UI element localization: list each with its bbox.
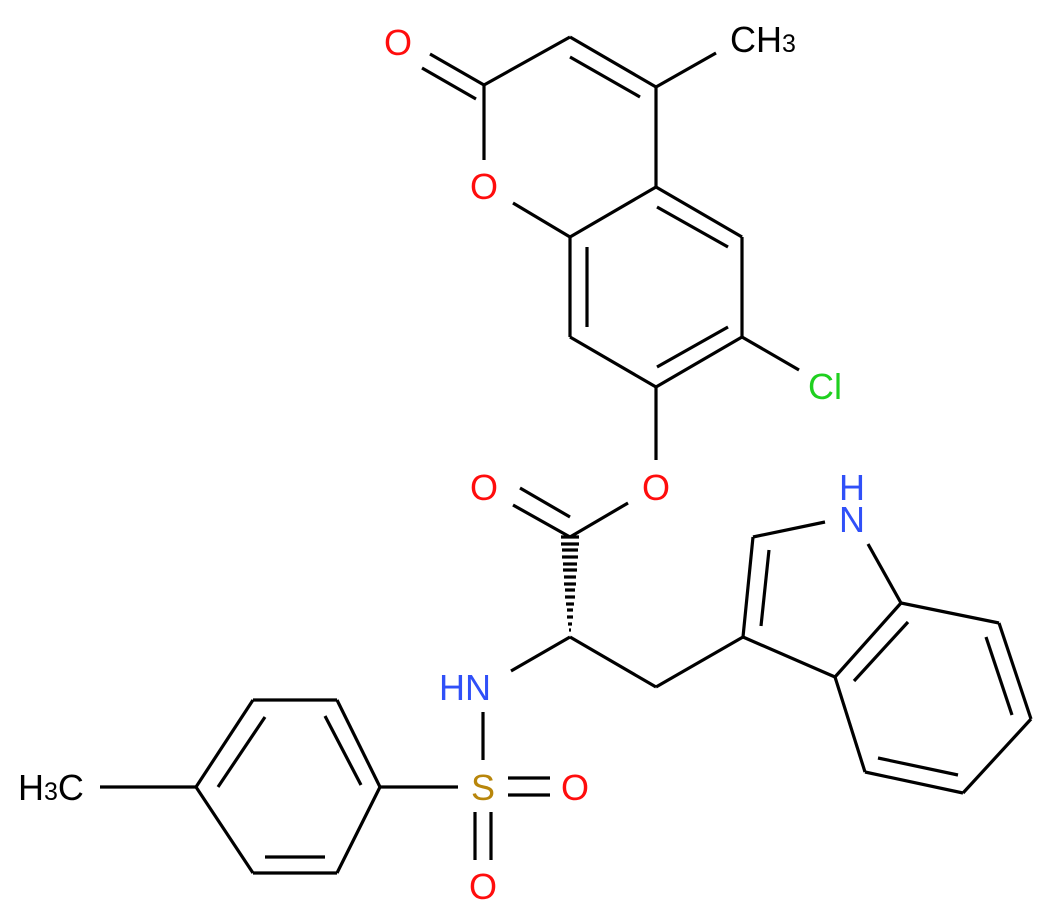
methyl-h: H — [18, 767, 44, 808]
coumarin-ring — [421, 35, 800, 460]
methyl-c: C — [58, 767, 84, 808]
tolyl-ring — [100, 698, 382, 875]
ester-oxygen: O — [642, 467, 670, 508]
ester-carbonyl-oxygen: O — [470, 467, 498, 508]
sulfonamide — [380, 712, 550, 860]
methyl-ch: CH — [730, 19, 782, 60]
hashed-wedge-bond — [561, 535, 579, 632]
methyl-subscript: 3 — [44, 778, 58, 806]
ester-linkage — [512, 486, 629, 539]
sulfur-atom: S — [471, 767, 495, 808]
sulfonyl-oxygen-bottom: O — [469, 866, 497, 907]
methyl-subscript: 3 — [782, 30, 796, 58]
atom-labels: O O CH3 Cl O O H N HN S O O H3C — [18, 19, 865, 907]
coumarin-ring-oxygen: O — [470, 166, 498, 207]
indole-nitrogen: N — [839, 499, 865, 540]
tolyl-methyl-label: H3C — [18, 767, 84, 808]
coumarin-methyl-label: CH3 — [730, 19, 796, 60]
indole-ring — [741, 520, 1033, 795]
alpha-carbon-bonds — [510, 635, 744, 689]
coumarin-carbonyl-oxygen: O — [384, 22, 412, 63]
sulfonyl-oxygen-right: O — [561, 767, 589, 808]
chlorine-label: Cl — [808, 366, 842, 407]
sulfonamide-nh: HN — [439, 667, 491, 708]
indole-nh-hydrogen: H — [839, 467, 865, 508]
